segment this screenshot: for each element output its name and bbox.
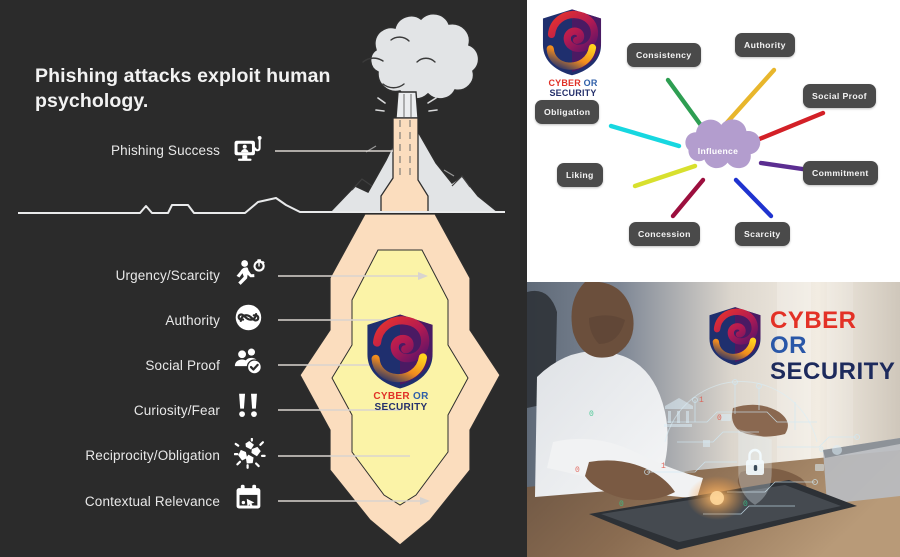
- connector-concession: [670, 177, 706, 219]
- svg-text:0: 0: [717, 414, 722, 423]
- mindmap-node-scarcity[interactable]: Scarcity: [735, 222, 790, 246]
- connector-social-proof: [754, 110, 826, 143]
- logo-word-cyber: CYBER: [373, 391, 410, 402]
- svg-text:0: 0: [575, 466, 580, 475]
- calendar-click-icon: [234, 483, 268, 517]
- mindmap-node-social-proof[interactable]: Social Proof: [803, 84, 876, 108]
- leader-arrow-6: [420, 497, 430, 505]
- logo-word-or: OR: [413, 391, 429, 402]
- mindmap-node-concession[interactable]: Concession: [629, 222, 700, 246]
- logo-text-mindmap: CYBER OR SECURITY: [538, 78, 608, 98]
- connector-consistency: [665, 77, 703, 127]
- row-label-phishing-success: Phishing Success: [111, 143, 220, 158]
- hologram-glyphs: [664, 398, 842, 471]
- svg-text:0: 0: [819, 446, 824, 455]
- logo-word-cyber: CYBER: [770, 307, 857, 334]
- eruption-sparks: [375, 97, 438, 112]
- logo-text-funnel: CYBER OR SECURITY: [357, 391, 445, 413]
- leader-lines-factors: [278, 275, 420, 502]
- smoke-cloud-icon: [362, 12, 480, 100]
- phishing-psychology-panel: Phishing attacks exploit human psycholog…: [18, 12, 505, 545]
- double-exclamation-icon: [234, 392, 268, 426]
- row-label-curiosity-fear: Curiosity/Fear: [133, 403, 220, 418]
- svg-text:1: 1: [699, 396, 704, 405]
- logo-word-or: OR: [583, 78, 598, 88]
- handshake-gears-icon: [234, 438, 268, 472]
- mindmap-connectors: [608, 67, 826, 219]
- page-title: Phishing attacks exploit human psycholog…: [35, 65, 331, 112]
- shield-lock-icon: [738, 429, 772, 505]
- people-check-icon: [234, 347, 268, 381]
- svg-text:0: 0: [619, 500, 624, 509]
- connector-lines: [608, 67, 826, 219]
- hologram-circuit: [644, 379, 860, 515]
- logo-word-security: SECURITY: [549, 88, 597, 99]
- row-label-social-proof: Social Proof: [145, 358, 220, 373]
- row-label-authority: Authority: [165, 313, 220, 328]
- monitor-phishing-hook-icon: [232, 134, 266, 168]
- mindmap-node-liking[interactable]: Liking: [557, 163, 603, 187]
- logo-word-security: SECURITY: [374, 402, 428, 414]
- mindmap-node-consistency[interactable]: Consistency: [627, 43, 701, 67]
- logo-word-security: SECURITY: [770, 357, 896, 385]
- cyber-or-security-logo-funnel: [363, 313, 437, 389]
- mindmap-node-authority[interactable]: Authority: [735, 33, 795, 57]
- row-label-urgency-scarcity: Urgency/Scarcity: [115, 268, 220, 283]
- running-person-stopwatch-icon: [234, 258, 268, 292]
- mindmap-node-commitment[interactable]: Commitment: [803, 161, 878, 185]
- authority-badge-icon: [234, 303, 268, 337]
- connector-authority: [720, 67, 777, 130]
- logo-text-photo: CYBER OR SECURITY: [770, 307, 900, 385]
- influence-cloud-shape: [685, 119, 761, 169]
- cyber-or-security-logo-photo: [706, 306, 764, 370]
- connector-scarcity: [733, 177, 774, 219]
- mindmap-node-obligation[interactable]: Obligation: [535, 100, 600, 124]
- leader-arrow-1: [418, 272, 428, 280]
- connector-liking: [632, 163, 698, 189]
- logo-word-or: OR: [770, 332, 807, 360]
- horizon-line: [18, 197, 505, 214]
- logo-word-cyber: CYBER: [548, 78, 581, 88]
- connector-obligation: [608, 123, 682, 149]
- svg-text:1: 1: [661, 462, 666, 471]
- cyber-or-security-logo-mindmap: [539, 8, 605, 76]
- svg-text:0: 0: [589, 410, 594, 419]
- row-label-contextual-relevance: Contextual Relevance: [84, 494, 220, 509]
- row-label-reciprocity-obligation: Reciprocity/Obligation: [85, 448, 220, 463]
- influence-center-label: Influence: [697, 146, 739, 156]
